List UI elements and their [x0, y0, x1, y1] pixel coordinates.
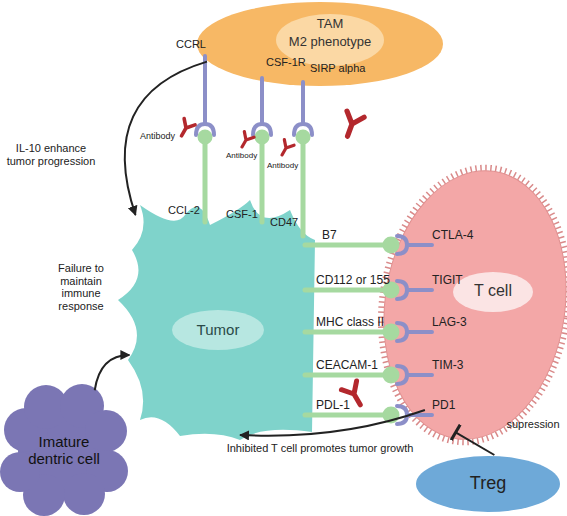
ligand-head — [385, 239, 397, 251]
ligand-head — [385, 369, 397, 381]
node-text: TAM — [280, 17, 380, 32]
ligand-head — [385, 284, 397, 296]
part-label: MHC class II — [316, 316, 384, 329]
antibody-shape — [176, 119, 195, 139]
receptor-symbol — [196, 56, 214, 135]
part-label: CCL-2 — [168, 204, 200, 216]
t-cell: T cell — [375, 165, 567, 445]
ligand-head — [200, 132, 210, 142]
node-text: T cell — [443, 282, 543, 300]
antibody-symbol — [277, 140, 294, 158]
ligand-symbol — [305, 243, 387, 248]
antibody-shape — [237, 132, 254, 150]
part-label: TIM-3 — [432, 359, 463, 372]
ligand-symbol — [305, 330, 387, 335]
part-label: PDL-1 — [316, 399, 350, 412]
ligand-symbol — [203, 140, 208, 222]
receptor-symbol — [397, 236, 432, 254]
treg-cell: Treg — [415, 455, 562, 513]
flow-arrow — [95, 355, 130, 390]
part-label: PD1 — [432, 399, 455, 412]
node-text: Imature dentric cell — [14, 433, 114, 468]
tam-cell: TAM M2 phenotype — [195, 0, 445, 88]
part-label: CEACAM-1 — [316, 359, 378, 372]
receptor-symbol — [294, 82, 312, 135]
part-label: Antibody — [267, 162, 298, 171]
ligand-symbol — [260, 140, 265, 222]
part-label: Antibody — [226, 152, 257, 161]
node-outline — [375, 165, 567, 445]
receptor-symbol — [397, 406, 432, 424]
antibody-symbol — [237, 132, 254, 150]
edge-label: supression — [500, 418, 566, 431]
node-text: Treg — [438, 473, 538, 494]
part-label: CD47 — [270, 216, 298, 228]
right-ligands — [305, 239, 397, 421]
ligand-symbol — [305, 288, 387, 293]
part-label: Antibody — [140, 132, 175, 142]
top-ligands — [200, 132, 308, 236]
flow-arrow — [240, 410, 425, 436]
ligand-head — [298, 132, 308, 142]
antibody-shape — [277, 140, 294, 158]
antibody-symbol — [176, 119, 195, 139]
ligand-head — [385, 326, 397, 338]
edge-label: Failure to maintain immune response — [40, 262, 122, 313]
node-text: Tumor — [168, 321, 268, 338]
flow-arrow — [456, 432, 495, 455]
antibodies — [176, 111, 368, 409]
part-label: CSF-1R — [266, 56, 306, 68]
edge-label: IL-10 enhance tumor progression — [2, 142, 100, 167]
tumor-cell: Tumor — [115, 195, 320, 445]
receptor-symbol — [397, 366, 432, 384]
tam-receptors — [196, 56, 312, 135]
ligand-symbol — [301, 140, 306, 236]
part-label: CCRL — [176, 38, 206, 50]
part-label: LAG-3 — [432, 316, 467, 329]
flow-arrow — [125, 62, 207, 215]
part-label: CSF-1 — [226, 208, 258, 220]
tcell-receptors — [397, 236, 432, 424]
antibody-symbol — [341, 381, 367, 409]
receptor-symbol — [253, 78, 271, 135]
part-label: CTLA-4 — [432, 229, 473, 242]
receptor-symbol — [397, 281, 432, 299]
ligand-head — [257, 132, 267, 142]
antibody-shape — [341, 381, 367, 409]
antibody-shape — [339, 111, 364, 139]
part-label: TIGIT — [432, 274, 463, 287]
ligand-symbol — [305, 413, 387, 418]
ligand-symbol — [305, 373, 387, 378]
node-text: M2 phenotype — [280, 35, 380, 50]
part-label: CD112 or 155 — [316, 274, 390, 287]
part-label: SIRP alpha — [310, 62, 365, 74]
receptor-symbol — [397, 323, 432, 341]
antibody-symbol — [339, 111, 364, 139]
edge-label: Inhibited T cell promotes tumor growth — [200, 442, 440, 455]
dendritic-cell: Imature dentric cell — [0, 385, 128, 516]
node-outline — [115, 195, 320, 445]
part-label: B7 — [322, 229, 337, 242]
